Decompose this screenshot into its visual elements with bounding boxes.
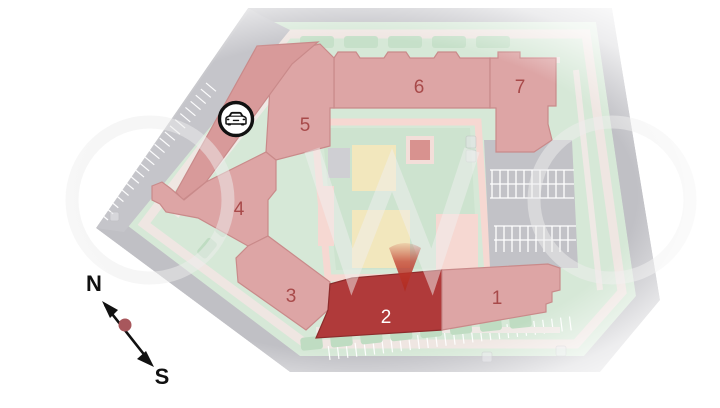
car-icon (225, 111, 247, 126)
compass-north-label: N (86, 271, 102, 296)
selected-building-pin[interactable] (389, 243, 421, 292)
compass: N S (86, 271, 169, 389)
compass-south-label: S (155, 364, 170, 389)
selected-building-pin-shape[interactable] (389, 243, 421, 292)
compass-south-arrow (137, 351, 154, 367)
parking-badge[interactable] (217, 100, 255, 138)
compass-north-arrow (102, 301, 118, 318)
compass-center-dot (118, 318, 132, 332)
